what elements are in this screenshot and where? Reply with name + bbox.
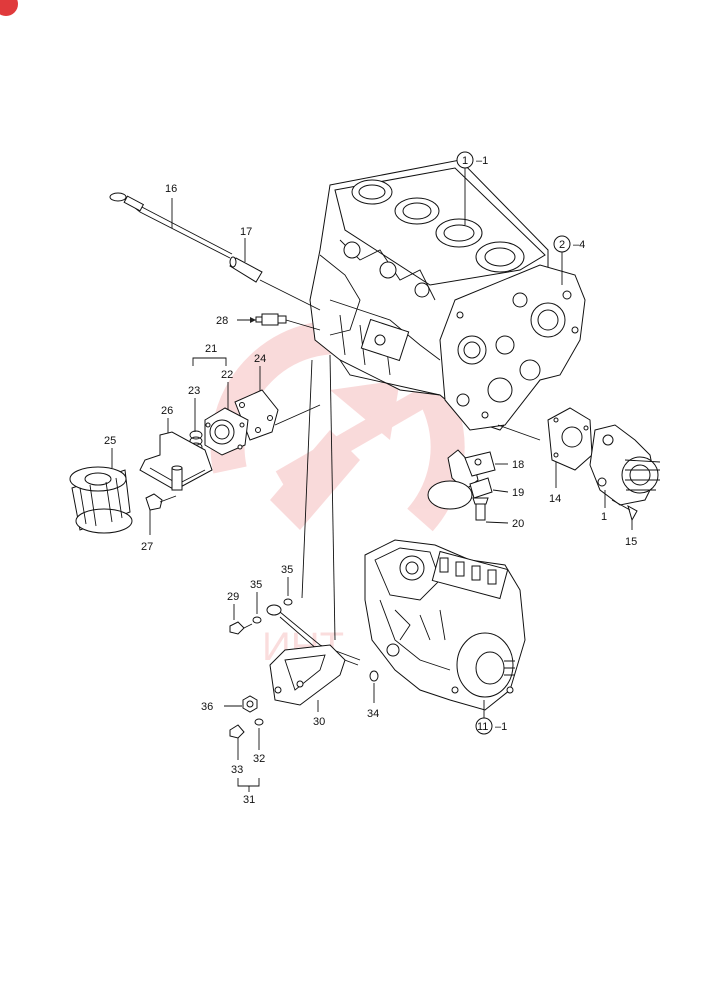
label-16: 16	[165, 183, 177, 195]
corner-badge	[0, 0, 18, 16]
label-20: 20	[512, 518, 524, 530]
label-18: 18	[512, 459, 524, 471]
label-35-right: 35	[281, 564, 293, 576]
label-22: 22	[221, 369, 233, 381]
label-34: 34	[367, 708, 379, 720]
callout-1-number: 1	[462, 155, 468, 167]
label-14: 14	[549, 493, 561, 505]
label-24: 24	[254, 353, 266, 365]
label-27: 27	[141, 541, 153, 553]
label-33: 33	[231, 764, 243, 776]
oil-pressure-switch: 28	[216, 313, 321, 331]
label-28: 28	[216, 315, 228, 327]
leader-oil-pipe	[301, 359, 313, 599]
label-30: 30	[313, 716, 325, 728]
oil-pump: 14 1 15	[497, 407, 661, 548]
oil-pipe-set: 18 19 20	[427, 449, 524, 530]
callout-2-suffix: –4	[573, 239, 585, 251]
label-19: 19	[512, 487, 524, 499]
label-26: 26	[161, 405, 173, 417]
label-35-left: 35	[250, 579, 262, 591]
callout-2-number: 2	[559, 239, 565, 251]
callout-1-suffix: –1	[476, 155, 488, 167]
label-31: 31	[243, 794, 255, 806]
callout-block: 1 –1	[456, 151, 488, 225]
callout-gear-case: 2 –4	[553, 235, 585, 285]
label-15: 15	[625, 536, 637, 548]
label-29: 29	[227, 591, 239, 603]
callout-11-number: 11	[477, 721, 488, 733]
label-25: 25	[104, 435, 116, 447]
dipstick: 16	[109, 183, 233, 259]
label-1: 1	[601, 511, 607, 523]
dipstick-guide: 17	[229, 226, 321, 311]
label-32: 32	[253, 753, 265, 765]
strainer-group: 21 23 22 24 26	[139, 343, 321, 553]
label-36: 36	[201, 701, 213, 713]
label-17: 17	[240, 226, 252, 238]
injection-pump: 11 –1	[364, 539, 526, 735]
lower-bracket-group: 29 35 35 30 34 36 33 32	[201, 564, 379, 806]
oil-filter: 25	[69, 435, 133, 534]
engine-block	[309, 159, 586, 431]
callout-11-suffix: –1	[495, 721, 507, 733]
label-23: 23	[188, 385, 200, 397]
leader-pump-pipe	[329, 354, 336, 641]
label-21: 21	[205, 343, 217, 355]
